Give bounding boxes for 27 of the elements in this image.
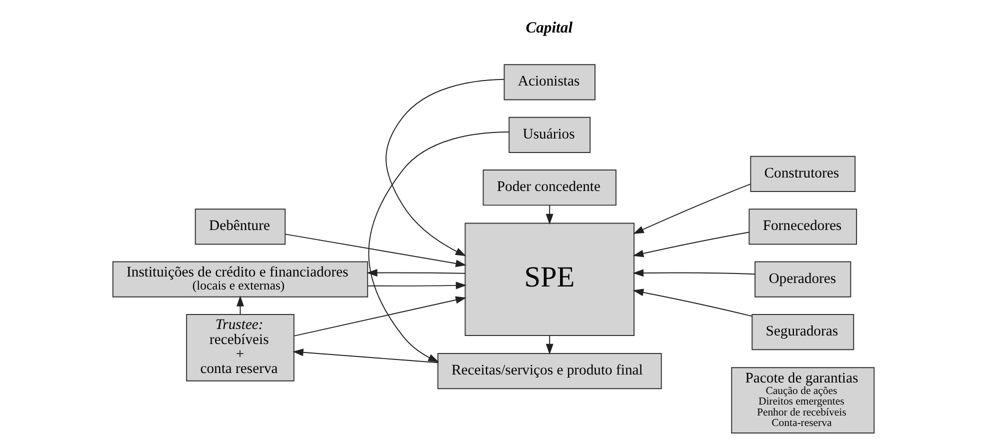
arrow bbox=[632, 269, 756, 277]
node-box: Acionistas bbox=[504, 64, 596, 100]
arrow bbox=[546, 335, 554, 355]
node-box: Seguradoras bbox=[752, 314, 854, 350]
arrow bbox=[294, 296, 466, 336]
node-box: Usuários bbox=[508, 116, 591, 153]
node-box: Debênture bbox=[194, 208, 286, 245]
node-box: Poder concedente bbox=[482, 170, 616, 206]
node-box: Receitas/serviços e produto final bbox=[437, 353, 662, 390]
node-box: Pacote de garantias Caução de ações Direitos emergentes Penhor de recebíveis Conta-reserva bbox=[731, 367, 875, 434]
arrow bbox=[368, 282, 467, 290]
label: Capital bbox=[526, 19, 573, 36]
arrow bbox=[366, 269, 466, 277]
arrow bbox=[386, 78, 504, 256]
arrow bbox=[633, 184, 751, 234]
arrow bbox=[632, 288, 752, 317]
node-box: Fornecedores bbox=[748, 208, 858, 245]
arrow bbox=[546, 204, 554, 225]
node-box: Instituições de crédito e financiadores (locais e externas) bbox=[112, 261, 368, 298]
node-box: Operadores bbox=[754, 261, 852, 298]
arrow bbox=[284, 234, 466, 268]
arrow bbox=[368, 132, 510, 362]
node-box: SPE bbox=[464, 222, 635, 336]
node-box: Construtores bbox=[750, 156, 856, 192]
arrow bbox=[292, 348, 438, 364]
arrow bbox=[632, 232, 750, 258]
node-box: Trustee: recebíveis + conta reserva bbox=[186, 314, 294, 382]
